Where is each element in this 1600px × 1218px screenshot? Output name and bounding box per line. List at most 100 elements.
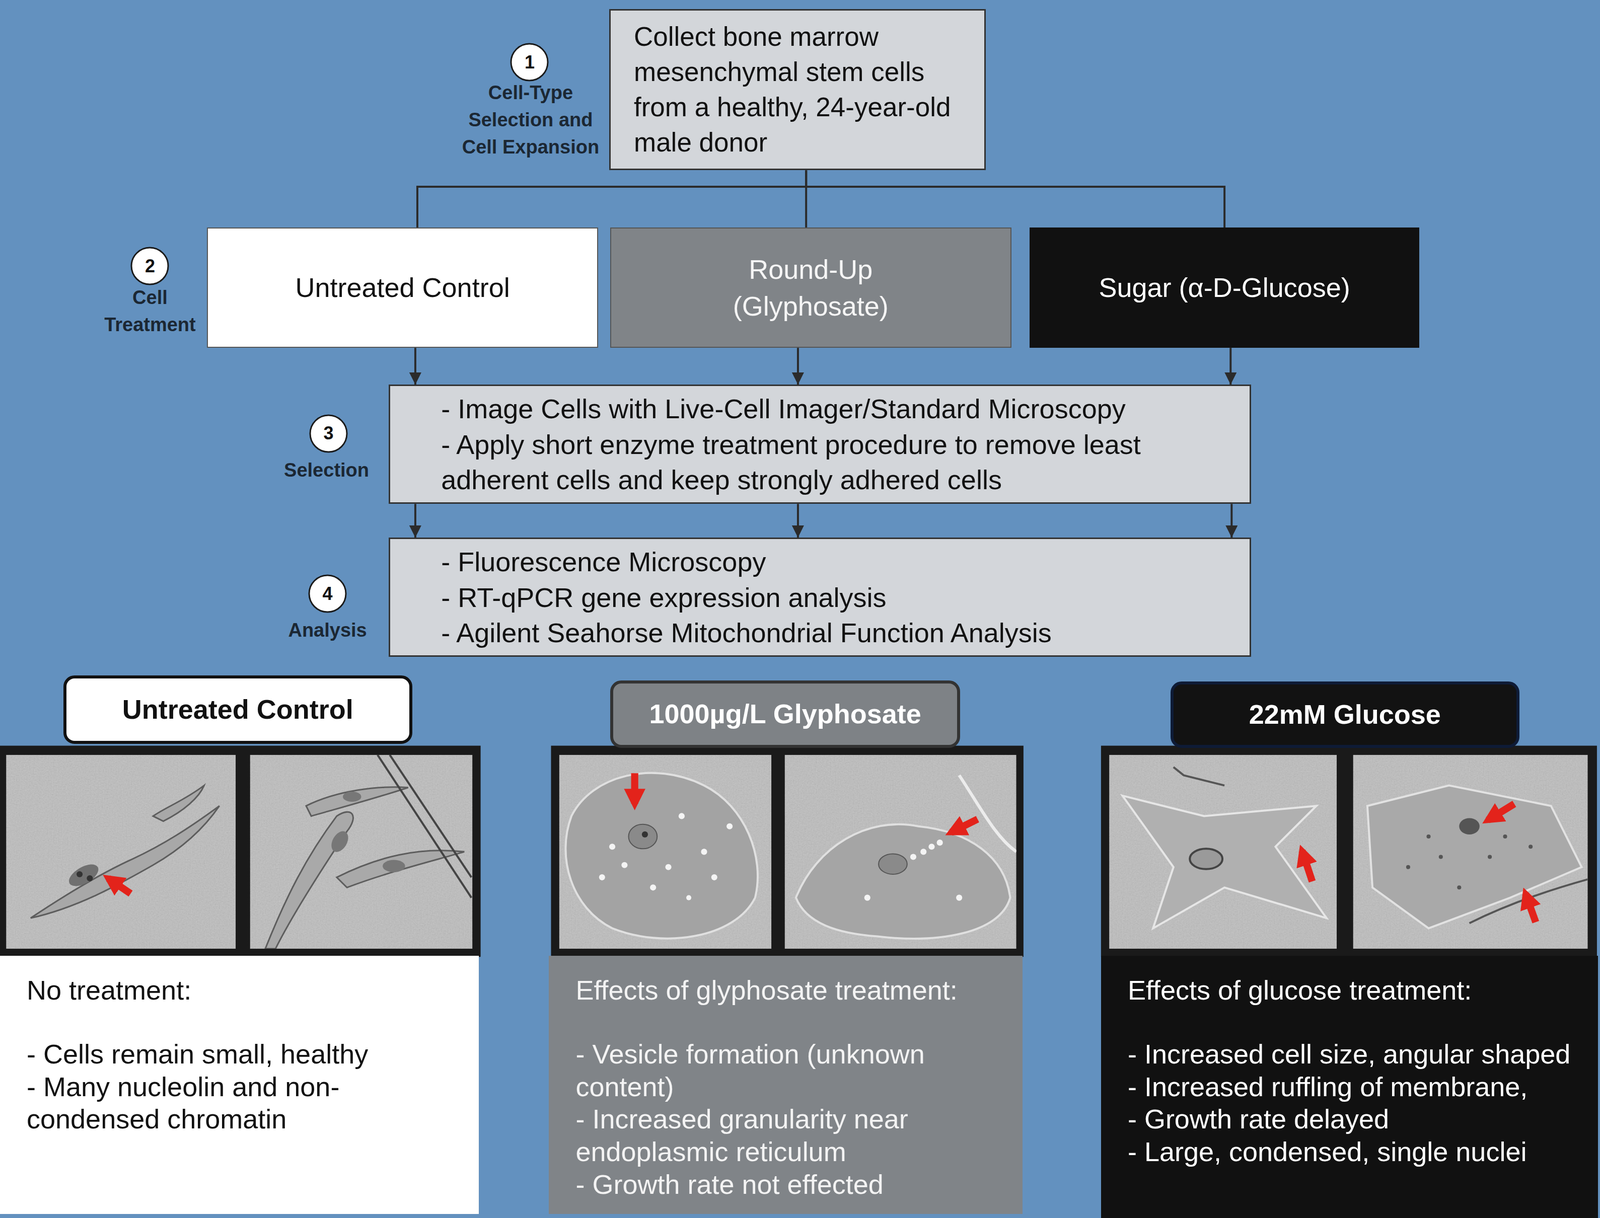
- micrograph: [559, 755, 772, 950]
- step-number: 4: [322, 585, 333, 604]
- connector: [414, 503, 417, 538]
- panel-tab: 22mM Glucose: [1170, 681, 1520, 749]
- connector: [796, 503, 799, 538]
- vesicle: [686, 895, 692, 901]
- circle-shape: [309, 575, 346, 613]
- micrograph: [784, 755, 1017, 950]
- box-text: Round-Up (Glyphosate): [715, 251, 906, 325]
- cell: [153, 785, 204, 822]
- cell-edge: [959, 775, 1016, 852]
- bullet-text: - Apply short enzyme treatment procedure…: [441, 426, 1230, 498]
- cell: [565, 773, 758, 939]
- step-circle: 2: [130, 246, 170, 286]
- vesicle: [956, 895, 963, 902]
- granule: [1528, 844, 1533, 849]
- box-text: Sugar (α-D-Glucose): [1098, 269, 1350, 307]
- nucleus: [342, 791, 361, 803]
- panel-tab: 1000µg/L Glyphosate: [610, 680, 961, 749]
- granule: [1438, 854, 1443, 859]
- result-panel: Effects of glyphosate treatment:- Vesicl…: [548, 956, 1023, 1215]
- vesicle: [920, 848, 927, 855]
- granule: [1426, 834, 1431, 839]
- result-panel: No treatment:- Cells remain small, healt…: [0, 956, 479, 1215]
- nucleus: [1459, 818, 1480, 835]
- micrograph-grain: [6, 755, 236, 950]
- cell: [1367, 785, 1582, 929]
- nucleus: [382, 860, 406, 873]
- granule: [1487, 854, 1492, 859]
- red-arrow: [1301, 850, 1313, 882]
- panel-heading: Effects of glyphosate treatment:: [575, 974, 1008, 1007]
- vesicles: [864, 839, 963, 902]
- red-arrow: [631, 773, 639, 805]
- connector: [1229, 347, 1232, 385]
- connector: [806, 170, 1225, 228]
- circle-shape: [511, 43, 548, 81]
- tab-title: 1000µg/L Glyphosate: [648, 697, 921, 731]
- nucleus: [628, 824, 658, 850]
- bullet-text: - Growth rate not effected: [575, 1168, 1008, 1202]
- panel-heading: Effects of glucose treatment:: [1127, 974, 1584, 1007]
- bullet-text: - Image Cells with Live-Cell Imager/Stan…: [441, 391, 1230, 427]
- step-number: 2: [144, 257, 156, 276]
- circle-shape: [310, 415, 347, 453]
- vesicle: [621, 862, 628, 869]
- vesicle: [936, 839, 943, 846]
- micrograph-grain: [1353, 755, 1588, 950]
- connector: [1230, 503, 1233, 538]
- process-box: - Image Cells with Live-Cell Imager/Stan…: [388, 384, 1252, 504]
- step-circle: 3: [309, 414, 348, 454]
- vesicle: [910, 853, 917, 860]
- nucleolus: [86, 875, 93, 882]
- cell: [1122, 795, 1327, 929]
- tab-title: 22mM Glucose: [1249, 698, 1441, 732]
- step-label: Cell Treatment: [97, 284, 203, 339]
- red-arrow: [951, 819, 978, 833]
- micrograph-grain: [1109, 755, 1337, 950]
- treatment-box: Round-Up (Glyphosate): [610, 227, 1012, 348]
- result-panel: Effects of glucose treatment:- Increased…: [1101, 956, 1598, 1218]
- step-label: Cell-Type Selection and Cell Expansion: [455, 79, 607, 162]
- granule: [1502, 834, 1507, 839]
- micrograph-grain: [559, 755, 772, 950]
- step-circle: 1: [510, 42, 549, 82]
- vesicle: [700, 848, 707, 855]
- bullet-text: - Large, condensed, single nuclei: [1127, 1135, 1584, 1169]
- vesicle: [711, 874, 718, 881]
- step-circle: 4: [308, 574, 347, 614]
- nucleus: [327, 828, 352, 856]
- vesicle: [609, 843, 616, 850]
- cell-process: [1173, 767, 1225, 786]
- micrograph: [1353, 755, 1588, 950]
- cell-process: [377, 755, 472, 899]
- step-label: Analysis: [267, 617, 389, 645]
- step-label: Selection: [266, 457, 388, 485]
- red-arrow: [1487, 804, 1515, 821]
- vesicle: [649, 884, 657, 891]
- process-box: - Fluorescence Microscopy- RT-qPCR gene …: [388, 537, 1252, 658]
- image-frame: [1101, 746, 1597, 958]
- treatment-box: Sugar (α-D-Glucose): [1029, 227, 1420, 348]
- bullet-text: - Cells remain small, healthy: [26, 1038, 465, 1071]
- nucleus: [1189, 848, 1223, 870]
- vesicle: [928, 843, 935, 850]
- micrograph: [6, 755, 236, 950]
- tab-title: Untreated Control: [122, 693, 354, 726]
- connector: [417, 170, 807, 228]
- vesicle: [726, 823, 733, 830]
- cell: [30, 806, 220, 919]
- box-text: Untreated Control: [295, 269, 510, 307]
- source-box: Collect bone marrow mesenchymal stem cel…: [609, 9, 986, 171]
- red-arrow: [108, 878, 131, 894]
- vesicle: [678, 813, 685, 820]
- bullet-text: - Growth rate delayed: [1127, 1103, 1584, 1136]
- step-number: 1: [524, 53, 535, 72]
- nucleus: [878, 853, 908, 875]
- panel-tab: Untreated Control: [63, 675, 413, 745]
- vesicle: [665, 864, 672, 871]
- granule: [1406, 865, 1411, 870]
- image-frame: [550, 746, 1024, 958]
- treatment-box: Untreated Control: [206, 227, 598, 348]
- nucleus: [65, 860, 102, 892]
